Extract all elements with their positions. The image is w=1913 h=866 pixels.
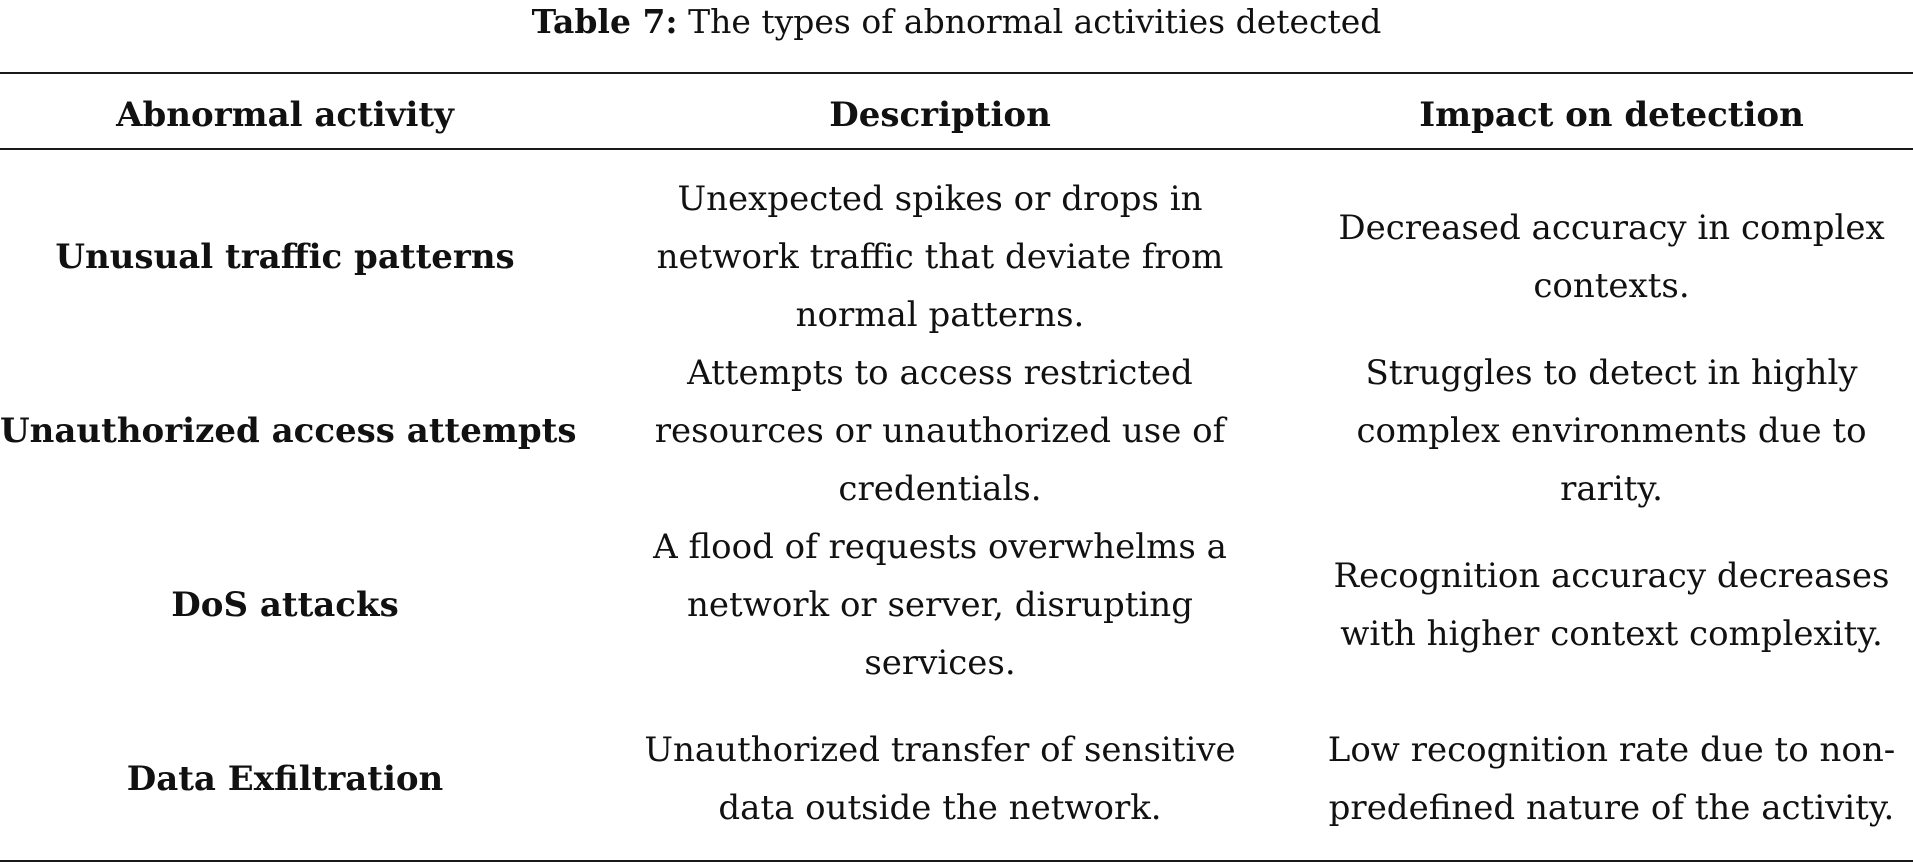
row-description-text: A flood of requests overwhelms a network… [653,527,1227,683]
row-description-text: Unauthorized transfer of sensitive data … [644,730,1236,828]
row-description-text: Unexpected spikes or drops in network tr… [656,179,1224,335]
row-impact: Struggles to detect in highly complex en… [1310,344,1913,518]
header-description: Description [829,95,1051,135]
row-impact: Low recognition rate due to non-predefin… [1310,692,1913,866]
row-impact: Decreased accuracy in complex contexts. [1310,170,1913,344]
table-bottom-rule [0,860,1913,862]
table-row: Unusual traffic patterns Unexpected spik… [0,170,1913,344]
row-description-text: Attempts to access restricted resources … [654,353,1226,509]
table-spacer [0,158,1913,170]
table-caption-text: The types of abnormal activities detecte… [688,2,1382,41]
row-activity: Unusual traffic patterns [55,237,515,277]
table-row: Unauthorized access attempts Attempts to… [0,344,1913,518]
table-header-rule [0,148,1913,150]
table-row: Data Exfiltration Unauthorized transfer … [0,692,1913,866]
row-impact-text: Decreased accuracy in complex contexts. [1338,208,1885,306]
row-activity: Data Exfiltration [126,759,444,799]
row-description: Unexpected spikes or drops in network tr… [570,170,1310,344]
table-caption: Table 7: The types of abnormal activitie… [0,2,1913,42]
row-impact-text: Recognition accuracy decreases with high… [1333,556,1890,654]
table-top-rule [0,72,1913,74]
row-impact-text: Low recognition rate due to non-predefin… [1327,730,1896,828]
row-description: Unauthorized transfer of sensitive data … [570,692,1310,866]
abnormal-activities-table: Abnormal activity Description Impact on … [0,82,1913,866]
table-row: DoS attacks A flood of requests overwhel… [0,518,1913,692]
row-impact-text: Struggles to detect in highly complex en… [1356,353,1867,509]
table-caption-label: Table 7: [531,2,678,41]
row-activity: Unauthorized access attempts [0,411,577,451]
row-description: A flood of requests overwhelms a network… [570,518,1310,692]
row-impact: Recognition accuracy decreases with high… [1310,518,1913,692]
header-impact-on-detection: Impact on detection [1419,95,1804,135]
row-description: Attempts to access restricted resources … [570,344,1310,518]
table-header-row: Abnormal activity Description Impact on … [0,82,1913,148]
header-abnormal-activity: Abnormal activity [116,95,454,135]
row-activity: DoS attacks [171,585,399,625]
